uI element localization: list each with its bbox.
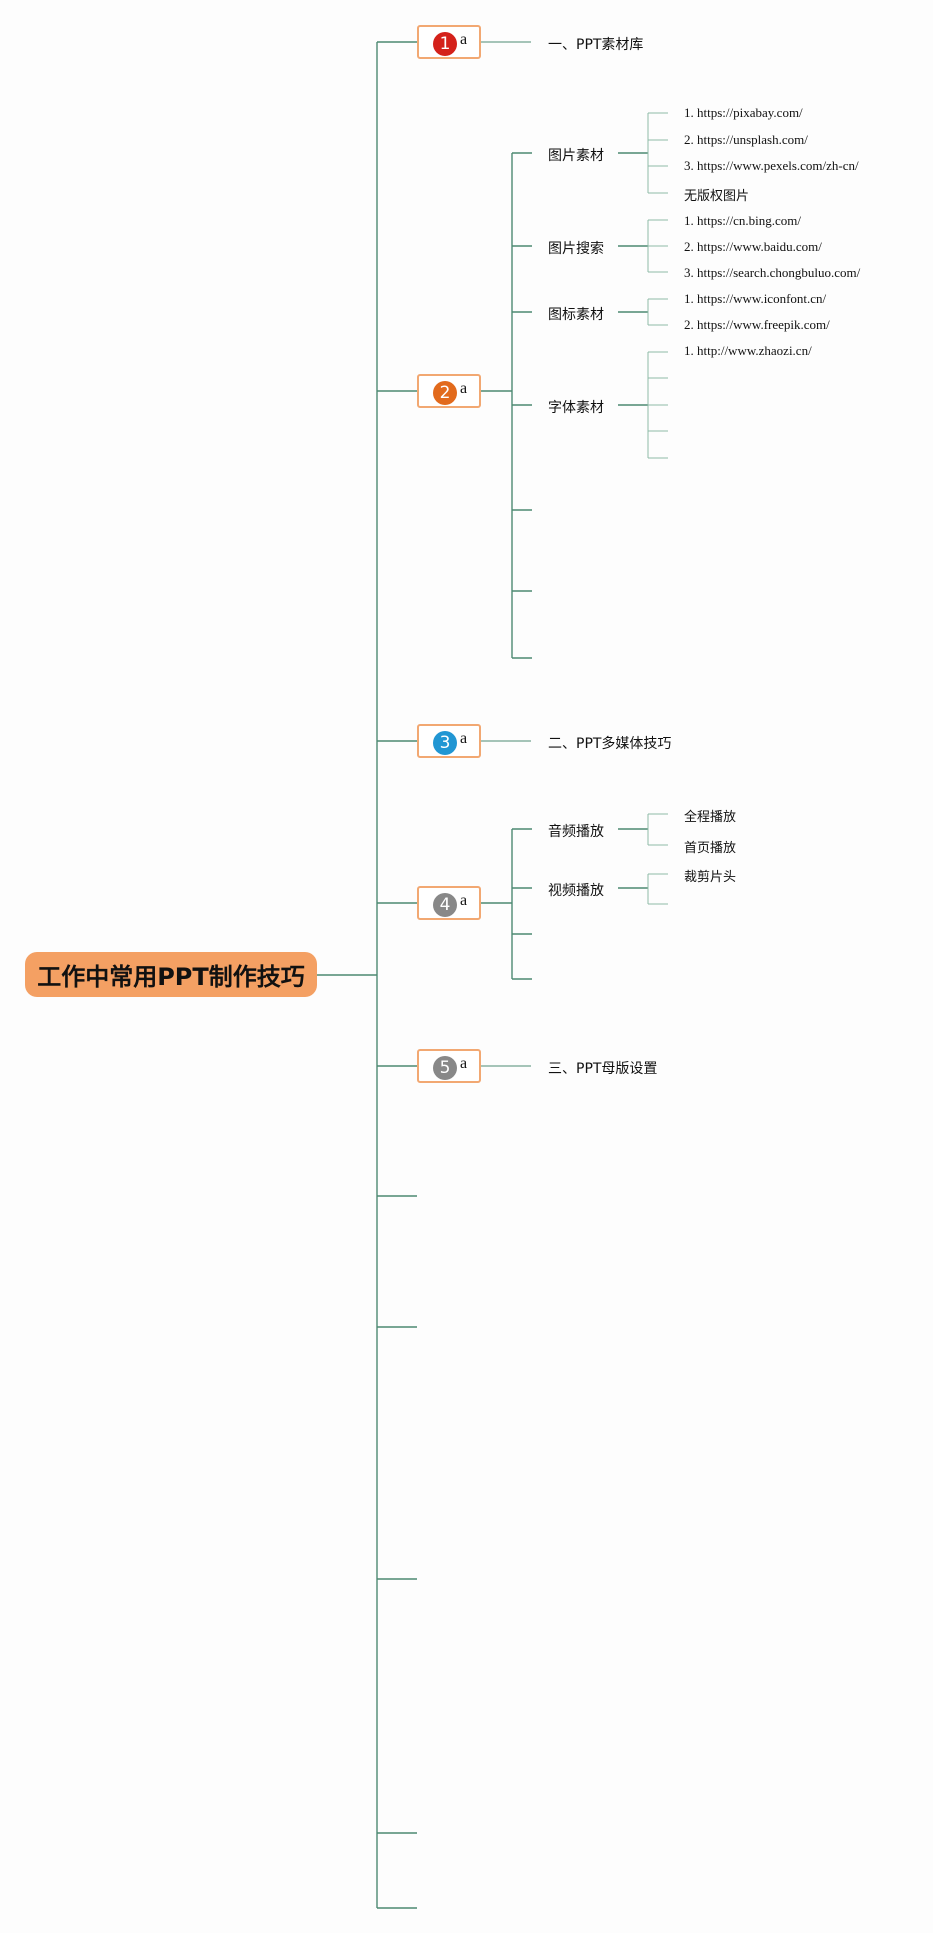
section-ppt-master[interactable]: 三、PPT母版设置	[548, 1061, 658, 1077]
category-image-search[interactable]: 图片搜索	[548, 241, 604, 257]
number-4-badge: 4	[433, 893, 457, 917]
link-zhaozi[interactable]: 1. http://www.zhaozi.cn/	[684, 343, 812, 358]
node-1[interactable]: 1 a	[417, 25, 481, 59]
number-3-badge: 3	[433, 731, 457, 755]
category-font-materials[interactable]: 字体素材	[548, 400, 604, 416]
node-5-label: a	[460, 1055, 468, 1072]
link-bing[interactable]: 1. https://cn.bing.com/	[684, 213, 801, 228]
number-2-badge: 2	[433, 381, 457, 405]
video-trim-intro[interactable]: 裁剪片头	[684, 870, 737, 885]
link-pixabay[interactable]: 1. https://pixabay.com/	[684, 105, 803, 120]
node-3[interactable]: 3 a	[417, 724, 481, 758]
number-1-badge: 1	[433, 32, 457, 56]
section-ppt-materials[interactable]: 一、PPT素材库	[548, 37, 644, 53]
node-4-label: a	[460, 892, 468, 909]
node-1-label: a	[460, 31, 468, 48]
node-5[interactable]: 5 a	[417, 1049, 481, 1083]
category-audio-playback[interactable]: 音频播放	[548, 824, 604, 840]
node-2[interactable]: 2 a	[417, 374, 481, 408]
link-freepik[interactable]: 2. https://www.freepik.com/	[684, 317, 830, 332]
link-baidu[interactable]: 2. https://www.baidu.com/	[684, 239, 822, 254]
category-image-materials[interactable]: 图片素材	[548, 148, 604, 164]
root-topic[interactable]: 工作中常用PPT制作技巧	[25, 952, 317, 997]
section-ppt-multimedia[interactable]: 二、PPT多媒体技巧	[548, 736, 672, 752]
node-2-label: a	[460, 380, 468, 397]
node-4[interactable]: 4 a	[417, 886, 481, 920]
link-chongbuluo[interactable]: 3. https://search.chongbuluo.com/	[684, 265, 861, 280]
link-iconfont[interactable]: 1. https://www.iconfont.cn/	[684, 291, 827, 306]
node-3-label: a	[460, 730, 468, 747]
link-pexels[interactable]: 3. https://www.pexels.com/zh-cn/	[684, 158, 859, 173]
audio-full-playback[interactable]: 全程播放	[684, 810, 737, 825]
link-unsplash[interactable]: 2. https://unsplash.com/	[684, 132, 808, 147]
category-icon-materials[interactable]: 图标素材	[548, 307, 604, 323]
category-video-playback[interactable]: 视频播放	[548, 883, 604, 899]
audio-first-page-playback[interactable]: 首页播放	[684, 841, 737, 856]
number-5-badge: 5	[433, 1056, 457, 1080]
note-copyright-free[interactable]: 无版权图片	[684, 189, 750, 204]
